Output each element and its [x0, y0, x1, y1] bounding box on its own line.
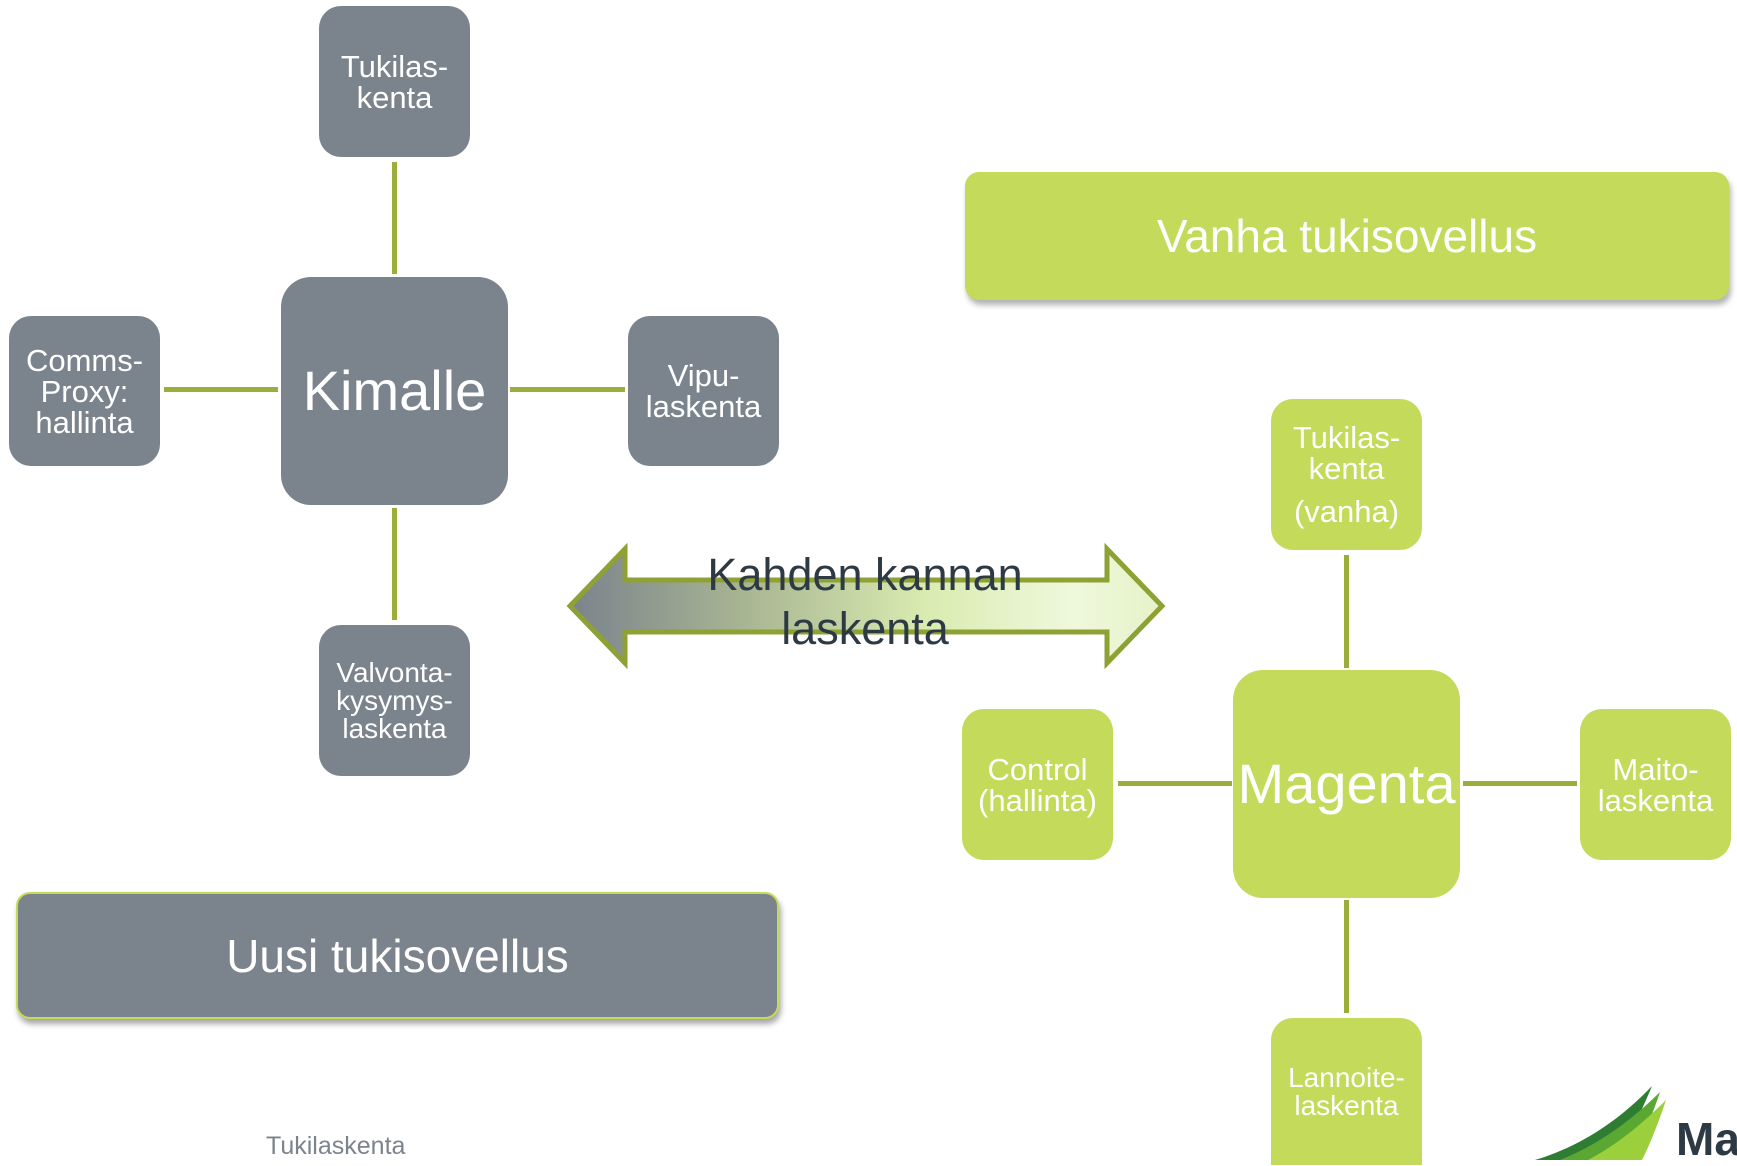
node-label-line: kenta [356, 79, 433, 115]
node-vipulaskenta: Vipu- laskenta [628, 316, 779, 466]
node-magenta: Magenta [1233, 670, 1460, 898]
arrow-label-line: laskenta [781, 603, 949, 654]
banner-vanha-tukisovellus: Vanha tukisovellus [965, 172, 1729, 300]
node-label-line: kysymys- [336, 684, 453, 716]
banner-vanha-label: Vanha tukisovellus [1156, 210, 1538, 262]
node-label-line: Valvonta- [336, 656, 453, 688]
node-label-line: laskenta [1294, 1089, 1399, 1121]
double-arrow-shape [566, 542, 1166, 670]
node-label-line: laskenta [1597, 782, 1714, 818]
node-label-line: laskenta [342, 712, 447, 744]
arrow-label: Kahden kannan laskenta [700, 548, 1030, 656]
node-tukilaskenta-vanha: Tukilas- kenta (vanha) [1271, 399, 1422, 550]
node-label-line: Comms- [25, 342, 144, 378]
node-label-line: hallinta [35, 404, 134, 440]
node-label-line: (vanha) [1293, 494, 1400, 529]
node-label-line: Tukilas- [340, 48, 449, 84]
node-label-line: Maito- [1612, 751, 1699, 787]
connector-magenta-bottom [1344, 900, 1349, 1013]
connector-kimalle-top [392, 162, 397, 274]
arrow-label-line: Kahden kannan [707, 549, 1023, 600]
node-maitolaskenta: Maito- laskenta [1580, 709, 1731, 860]
node-control-hallinta: Control (hallinta) [962, 709, 1113, 860]
node-label-line: Vipu- [667, 358, 740, 393]
double-arrow [566, 542, 1166, 670]
node-comms-proxy: Comms- Proxy: hallinta [9, 316, 160, 466]
connector-kimalle-bottom [392, 508, 397, 620]
node-label-line: (hallinta) [978, 782, 1097, 818]
logo-mark-icon [1535, 1086, 1666, 1160]
connector-magenta-right [1463, 781, 1577, 786]
node-label-line: laskenta [645, 389, 762, 424]
node-kimalle-label: Kimalle [302, 359, 487, 422]
connector-kimalle-left [164, 387, 278, 392]
connector-magenta-left [1118, 781, 1232, 786]
node-label-line: Proxy: [40, 373, 129, 409]
node-label-line: Tukilas- [1292, 420, 1401, 455]
node-tukilaskenta: Tukilas- kenta [319, 6, 470, 157]
connector-kimalle-right [510, 387, 625, 392]
banner-uusi-label: Uusi tukisovellus [226, 929, 569, 982]
node-label-line: kenta [1308, 451, 1385, 486]
node-kimalle: Kimalle [281, 277, 508, 505]
banner-uusi-tukisovellus: Uusi tukisovellus [16, 892, 779, 1019]
node-magenta-label: Magenta [1237, 752, 1456, 815]
footer-text: Tukilaskenta [266, 1132, 406, 1160]
logo-text: Ma [1676, 1113, 1737, 1165]
node-label-line: Lannoite- [1288, 1061, 1405, 1093]
node-valvontakysymyslaskenta: Valvonta- kysymys- laskenta [319, 625, 470, 776]
connector-magenta-top [1344, 555, 1349, 668]
node-label-line: Control [987, 751, 1088, 787]
node-lannoitelaskenta: Lannoite- laskenta [1271, 1018, 1422, 1165]
